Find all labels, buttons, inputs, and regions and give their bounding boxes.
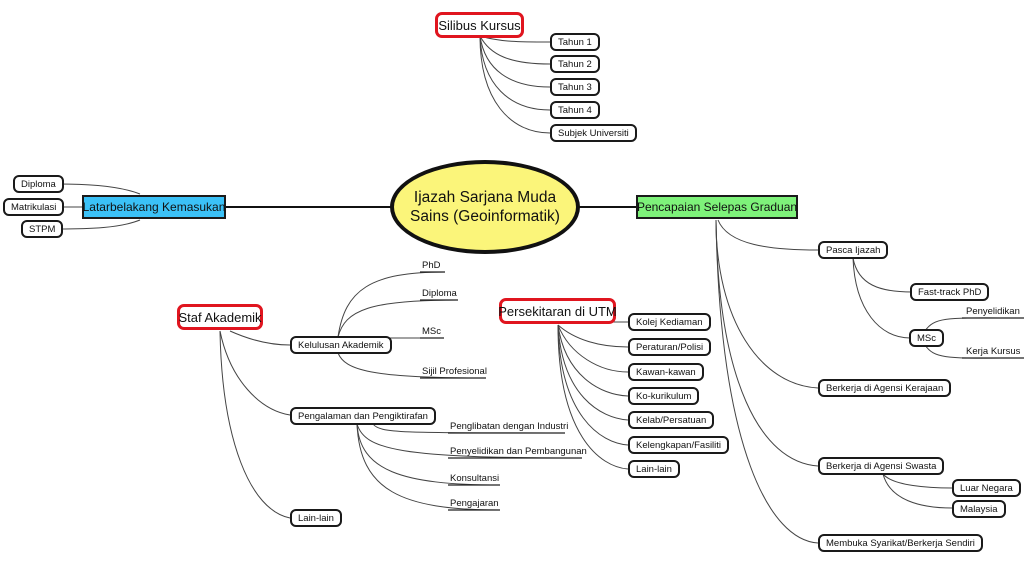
connector (557, 324, 629, 348)
persekitaran-item[interactable]: Ko-kurikulum (628, 387, 700, 405)
connector (557, 324, 629, 446)
connector (219, 330, 291, 519)
pengalaman-item[interactable]: Penglibatan dengan Industri (450, 420, 569, 432)
topic-persekitaran-di-utm[interactable]: Persekitaran di UTM (498, 298, 617, 324)
staf-lain-lain[interactable]: Lain-lain (290, 509, 342, 527)
connector (715, 219, 819, 389)
silibus-item[interactable]: Tahun 1 (550, 33, 600, 51)
connector (852, 257, 911, 339)
topic-staf-akademik[interactable]: Staf Akademik (177, 304, 263, 330)
connector (882, 473, 953, 509)
connector (479, 35, 551, 134)
connector (57, 219, 141, 230)
persekitaran-item[interactable]: Kelab/Persatuan (628, 411, 715, 429)
connector (479, 35, 551, 111)
kelulusan-akademik[interactable]: Kelulusan Akademik (290, 336, 392, 354)
connector (557, 324, 629, 421)
pengalaman-pengiktirafan[interactable]: Pengalaman dan Pengiktirafan (290, 407, 436, 425)
topic-latarbelakang-kemasukan[interactable]: Latarbelakang Kemasukan (82, 195, 226, 219)
persekitaran-item[interactable]: Kolej Kediaman (628, 313, 711, 331)
berkerja-agensi-swasta[interactable]: Berkerja di Agensi Swasta (818, 457, 945, 475)
pengalaman-item[interactable]: Pengajaran (450, 497, 499, 509)
msc-item[interactable]: Penyelidikan (966, 305, 1020, 317)
pasca-ijazah[interactable]: Pasca Ijazah (818, 241, 889, 259)
central-topic-line1: Ijazah Sarjana Muda (413, 189, 557, 206)
connector (229, 330, 291, 346)
latar-item[interactable]: Diploma (13, 175, 64, 193)
persekitaran-item[interactable]: Kelengkapan/Fasiliti (628, 436, 730, 454)
connector (219, 330, 291, 416)
topic-pencapaian-selepas-graduan[interactable]: Pencapaian Selepas Graduan (636, 195, 798, 219)
persekitaran-item[interactable]: Peraturan/Polisi (628, 338, 712, 356)
silibus-item[interactable]: Tahun 4 (550, 101, 600, 119)
swasta-item[interactable]: Malaysia (952, 500, 1006, 518)
persekitaran-item[interactable]: Kawan-kawan (628, 363, 704, 381)
connector (715, 219, 819, 467)
connector (715, 219, 819, 544)
central-topic-line2: Sains (Geoinformatik) (410, 208, 560, 225)
fast-track-phd[interactable]: Fast-track PhD (910, 283, 990, 301)
topic-silibus-kursus[interactable]: Silibus Kursus (435, 12, 524, 38)
silibus-item[interactable]: Subjek Universiti (550, 124, 637, 142)
connector (479, 35, 551, 65)
connector (717, 219, 819, 251)
connector (557, 324, 629, 373)
connector (882, 473, 953, 489)
connector (57, 183, 141, 195)
membuka-syarikat[interactable]: Membuka Syarikat/Berkerja Sendiri (818, 534, 983, 552)
swasta-item[interactable]: Luar Negara (952, 479, 1021, 497)
pengalaman-item[interactable]: Penyelidikan dan Pembangunan (450, 445, 587, 457)
pengalaman-item[interactable]: Konsultansi (450, 472, 500, 484)
connector (356, 423, 501, 511)
connector (356, 423, 501, 486)
central-topic[interactable]: Ijazah Sarjana Muda Sains (Geoinformatik… (390, 160, 580, 254)
connector (479, 35, 551, 88)
kelulusan-item[interactable]: MSc (422, 325, 441, 337)
connector (557, 324, 629, 397)
msc-item[interactable]: Kerja Kursus (966, 345, 1021, 357)
connector (557, 324, 629, 470)
kelulusan-item[interactable]: PhD (422, 259, 441, 271)
persekitaran-item[interactable]: Lain-lain (628, 460, 680, 478)
kelulusan-item[interactable]: Sijil Profesional (422, 365, 487, 377)
latar-item[interactable]: Matrikulasi (3, 198, 65, 216)
kelulusan-item[interactable]: Diploma (422, 287, 457, 299)
connector (337, 271, 446, 338)
connector (852, 257, 913, 293)
pasca-msc[interactable]: MSc (909, 329, 944, 347)
latar-item[interactable]: STPM (21, 220, 64, 238)
silibus-item[interactable]: Tahun 3 (550, 78, 600, 96)
underline-group (420, 271, 1024, 511)
silibus-item[interactable]: Tahun 2 (550, 55, 600, 73)
berkerja-agensi-kerajaan[interactable]: Berkerja di Agensi Kerajaan (818, 379, 952, 397)
